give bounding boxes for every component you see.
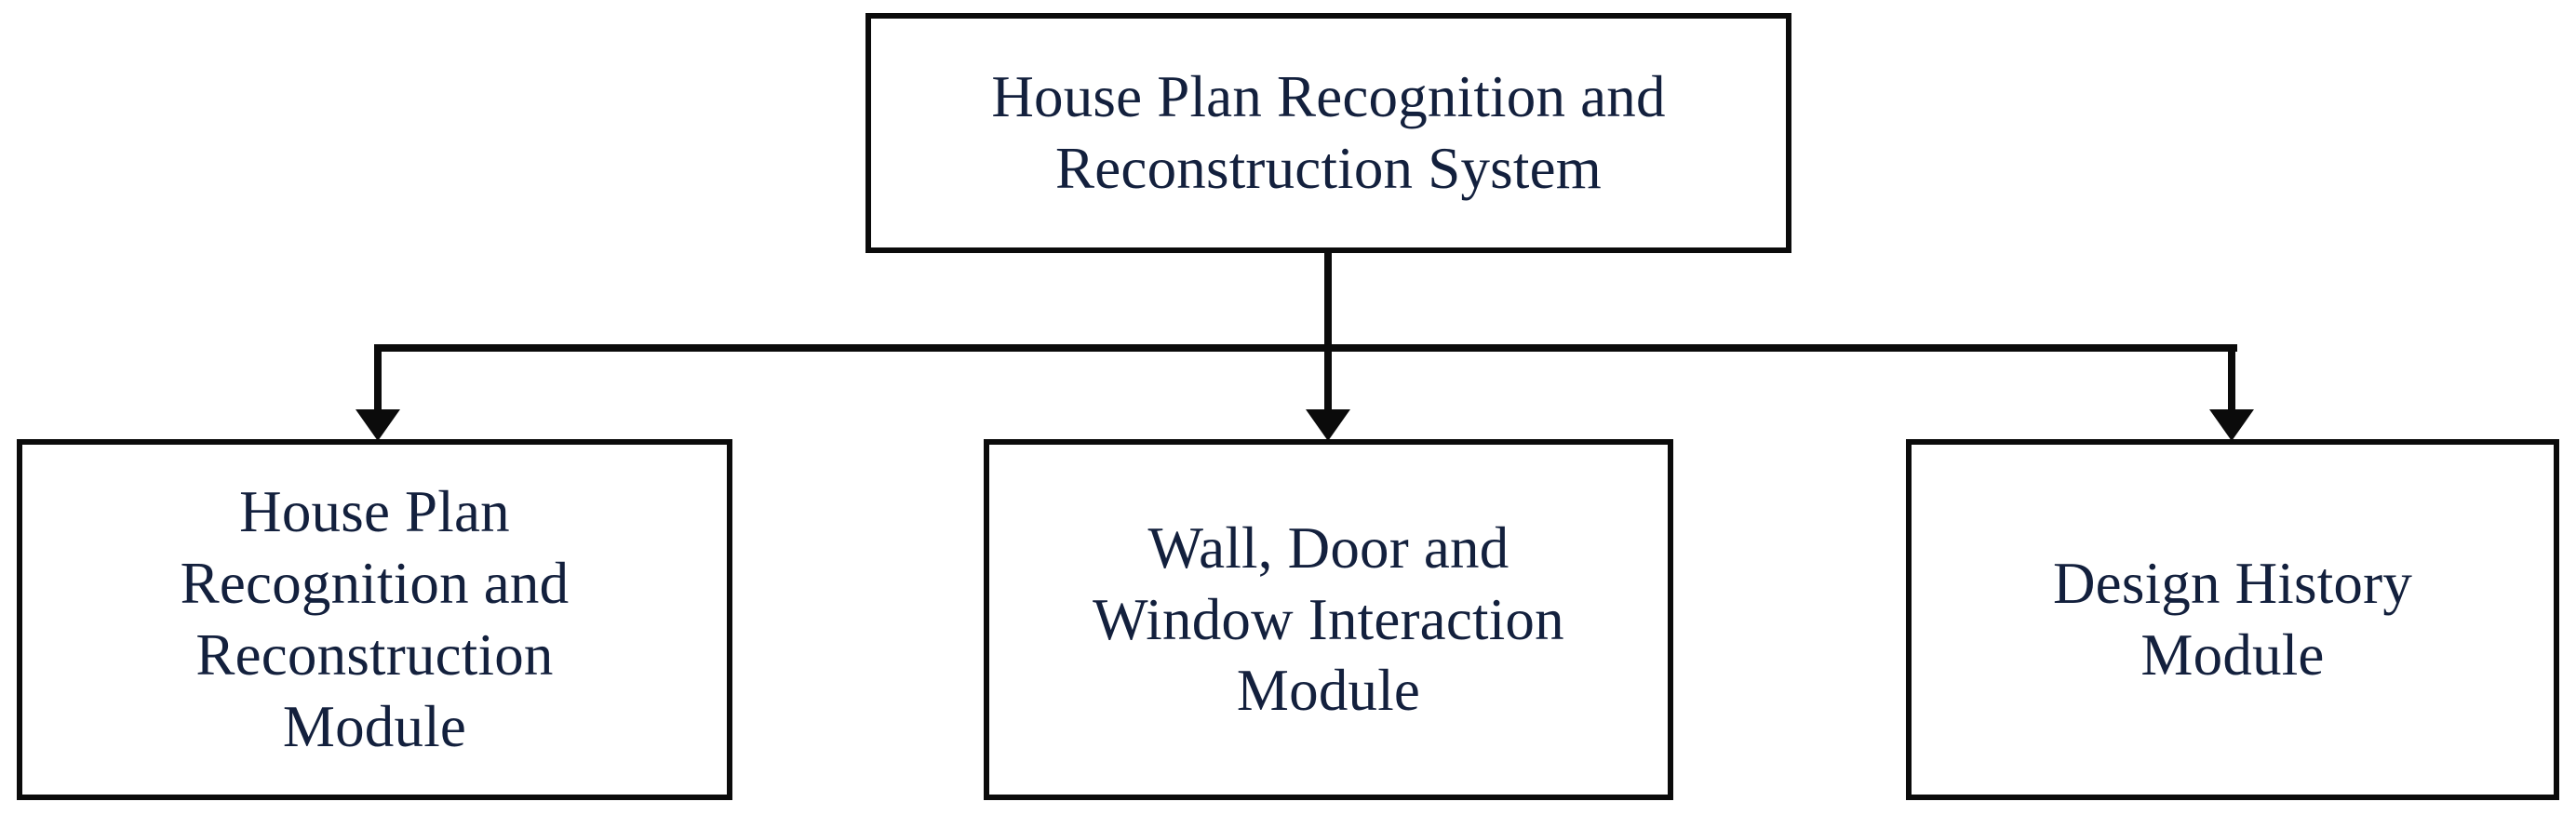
connector-bus-horizontal [374, 344, 2237, 352]
arrowhead-down-icon-right [2209, 409, 2254, 441]
module-node-label-1: Wall, Door and Window Interaction Module [1093, 514, 1564, 724]
connector-drop-stem-left [374, 347, 382, 415]
module-node-design-history[interactable]: Design History Module [1906, 439, 2559, 800]
connector-drop-stem-right [2228, 347, 2235, 415]
module-node-label-0: House Plan Recognition and Reconstructio… [180, 479, 570, 759]
connector-trunk-vertical [1324, 250, 1332, 350]
connector-drop-stem-middle [1324, 347, 1332, 415]
root-node-label: House Plan Recognition and Reconstructio… [991, 64, 1666, 201]
arrowhead-down-icon-middle [1306, 409, 1350, 441]
module-node-label-2: Design History Module [2052, 551, 2413, 688]
module-node-house-plan-recognition[interactable]: House Plan Recognition and Reconstructio… [17, 439, 732, 800]
root-node-system[interactable]: House Plan Recognition and Reconstructio… [865, 13, 1791, 253]
module-node-wall-door-window-interaction[interactable]: Wall, Door and Window Interaction Module [984, 439, 1673, 800]
arrowhead-down-icon-left [356, 409, 400, 441]
